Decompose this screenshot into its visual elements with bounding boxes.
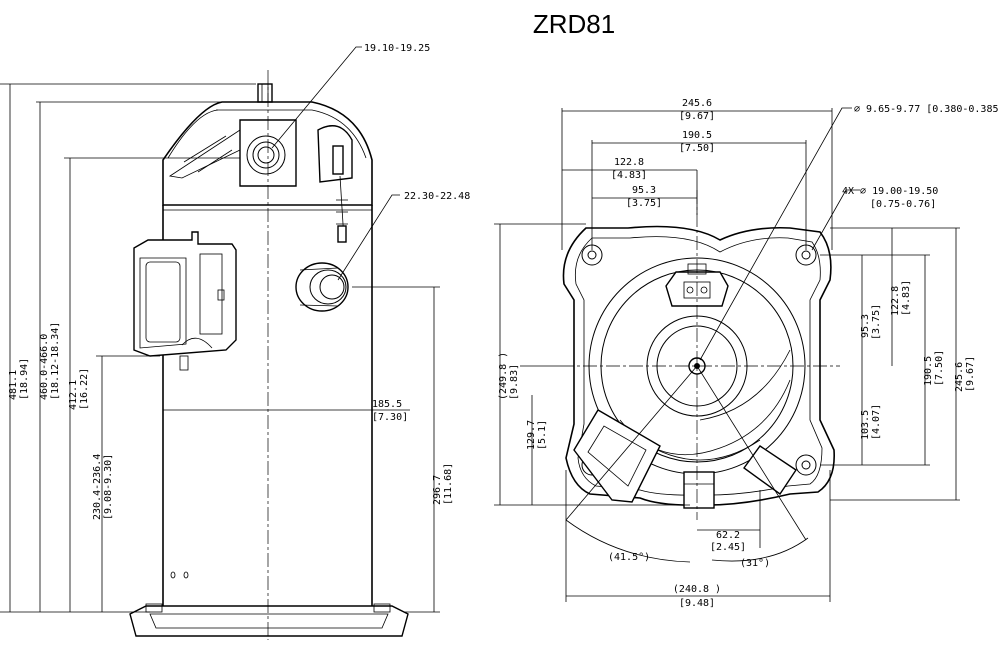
suction-fitting — [246, 135, 286, 175]
drawing-title: ZRD81 — [533, 9, 615, 39]
dim-side-offset: 185.5 — [372, 399, 402, 410]
dim-side-fitting-height-in: [11.68] — [443, 463, 454, 505]
dim-half-spacing-in: [3.75] — [626, 198, 662, 209]
terminal-box — [133, 231, 237, 357]
dim-right-offset: 122.8 — [890, 286, 901, 316]
dim-height-fitting: 460.0-466.0 — [39, 334, 50, 400]
dim-right-lower-in: [4.07] — [871, 404, 882, 440]
dim-side-fitting-height: 296.7 — [432, 475, 443, 505]
dim-right-half-in: [3.75] — [871, 304, 882, 340]
dim-right-total-in: [9.67] — [965, 356, 976, 392]
pipe-dia-top: 19.10-19.25 — [364, 43, 430, 54]
dim-left-lower-in: [5.1] — [537, 420, 548, 450]
dim-right-spacing: 190.5 — [923, 356, 934, 386]
dim-height-box-in: [9.08-9.30] — [103, 454, 114, 520]
mounting-flange — [562, 225, 835, 506]
mount-holes-dia: 4X ∅ 19.00-19.50 — [842, 186, 938, 197]
dim-half-spacing: 95.3 — [632, 185, 656, 196]
dim-height-shell: 412.1 — [68, 380, 79, 410]
dim-side-offset-in: [7.30] — [372, 412, 408, 423]
dim-center-offset-in: [4.83] — [611, 170, 647, 181]
dim-right-lower: 103.5 — [860, 410, 871, 440]
side-view: 481.1 [18.94] 460.0-466.0 [18.12-18.34] … — [0, 43, 470, 640]
dim-bottom-offset-in: [2.45] — [710, 542, 746, 553]
dim-angle-left: (41.5°) — [608, 552, 650, 563]
center-hole-dia: ∅ 9.65-9.77 [0.380-0.385] — [854, 104, 1000, 115]
dim-left-lower: 129.7 — [526, 420, 537, 450]
dim-angle-right: (31°) — [740, 558, 770, 569]
mount-hole-br — [795, 454, 817, 476]
top-view: 245.6 [9.67] 190.5 [7.50] 122.8 [4.83] 9… — [494, 98, 1000, 609]
mount-holes-dia-in: [0.75-0.76] — [870, 199, 936, 210]
dim-hole-spacing: 190.5 — [682, 130, 712, 141]
dim-height-box: 230.4-236.4 — [92, 454, 103, 520]
terminal-box-top — [573, 409, 661, 503]
dim-height-total: 481.1 — [8, 370, 19, 400]
dim-bottom-total: (240.8 ) — [673, 584, 721, 595]
bottom-fitting — [683, 471, 715, 509]
dim-right-total: 245.6 — [954, 362, 965, 392]
dim-width-total: 245.6 — [682, 98, 712, 109]
top-terminal — [257, 83, 273, 103]
dim-right-offset-in: [4.83] — [901, 280, 912, 316]
dim-height-shell-in: [16.22] — [79, 368, 90, 410]
dim-center-offset: 122.8 — [614, 157, 644, 168]
dim-height-fitting-in: [18.12-18.34] — [50, 322, 61, 400]
dim-left-total-in: [9.83] — [509, 364, 520, 400]
pipe-dia-side: 22.30-22.48 — [404, 191, 470, 202]
dim-bottom-total-in: [9.48] — [679, 598, 715, 609]
dim-height-total-in: [18.94] — [19, 358, 30, 400]
dim-width-total-in: [9.67] — [679, 111, 715, 122]
dim-right-half: 95.3 — [860, 314, 871, 338]
side-fitting-top — [743, 445, 797, 495]
dim-right-spacing-in: [7.50] — [934, 350, 945, 386]
mounting-base — [129, 605, 409, 637]
dim-bottom-offset: 62.2 — [716, 530, 740, 541]
dim-hole-spacing-in: [7.50] — [679, 143, 715, 154]
dim-left-total: (249.8 ) — [498, 352, 509, 400]
